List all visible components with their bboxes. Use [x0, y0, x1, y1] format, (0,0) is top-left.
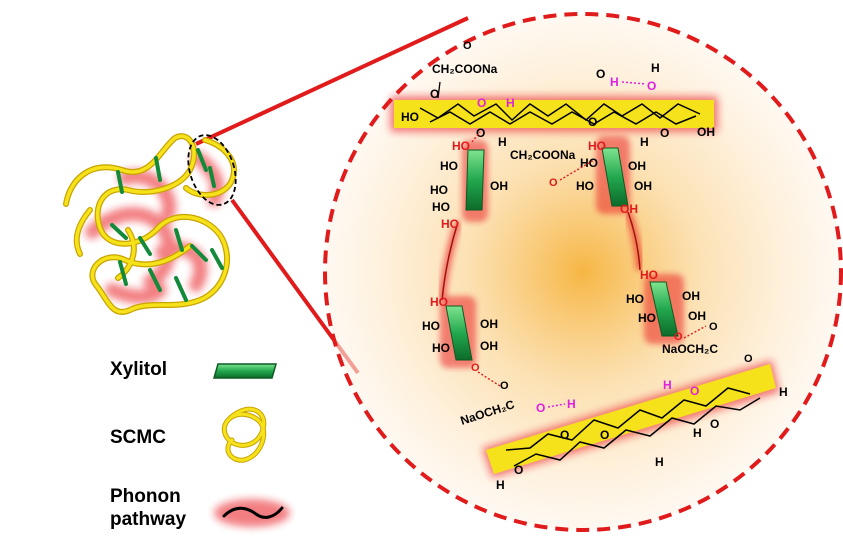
top-carbonyl-o: O — [463, 40, 472, 52]
top-chain-h-lower-right: H — [640, 135, 649, 149]
x1-ho-top: HO — [452, 139, 470, 153]
zoom-selection-ellipse — [187, 134, 237, 206]
bottom-chain-h-lower-right: H — [693, 426, 702, 440]
hydrogen-bond-lines — [471, 131, 707, 387]
legend-phonon-label-line2: pathway — [110, 509, 187, 530]
top-scmc-chain: HO OH O H H O H O O O O H H O O CH₂COONa — [390, 40, 718, 149]
top-chain-h-magenta: H — [506, 96, 515, 110]
legend-scmc-label: SCMC — [110, 427, 166, 448]
x3-ho-2: HO — [432, 341, 450, 355]
x4-ho-2: HO — [638, 311, 656, 325]
x2-ho-2: HO — [576, 179, 594, 193]
top-chain-o-left: O — [430, 87, 439, 101]
top-chain-o-magenta: O — [477, 96, 486, 110]
right-ester-o: O — [744, 353, 753, 365]
xylitol-molecule-2: HO HO OH HO OH OH — [576, 136, 652, 216]
legend-xylitol-label: Xylitol — [110, 359, 168, 380]
top-chain-ho-label: HO — [401, 110, 419, 124]
legend-symbols — [213, 363, 290, 527]
top-chain-o-mid: O — [588, 115, 597, 129]
bottom-left-h-bond-h: H — [567, 397, 576, 411]
x2-oh-bottom: OH — [620, 202, 638, 216]
top-chain-o-upper: O — [596, 67, 605, 81]
scmc-network — [63, 133, 237, 315]
bottom-chain-o-mid-left: O — [560, 428, 569, 442]
legend-xylitol-icon — [213, 363, 277, 379]
top-chain-o-lower-right: O — [660, 126, 669, 140]
x3-ho-1: HO — [422, 319, 440, 333]
xylitol-crosslinks — [110, 148, 224, 302]
circle-phonon-pathways — [438, 210, 644, 301]
legend-phonon-label-line1: Phonon — [110, 486, 181, 507]
top-h-bond-o: O — [647, 79, 656, 93]
x3-oh-1: OH — [480, 317, 498, 331]
bottom-h-bond-h: H — [663, 378, 672, 392]
legend-phonon-icon — [214, 499, 290, 527]
x3-ho-top: HO — [430, 295, 448, 309]
x1-oh-1: OH — [490, 179, 508, 193]
mid-ch2coona-label: CH₂COONa — [510, 148, 576, 162]
legend-scmc-icon — [221, 406, 267, 463]
x4-o-bottom: O — [674, 331, 683, 343]
bottom-chain-o-mid: O — [600, 428, 609, 442]
x1-ho-bottom: HO — [441, 217, 459, 231]
left-carbonyl-o: O — [500, 380, 509, 392]
xylitol-molecule-4: HO HO OH HO OH O — [626, 268, 706, 344]
bottom-scmc-chain: H O O H H O H O H H O O — [482, 360, 788, 492]
right-carbonyl-o: O — [709, 321, 718, 333]
bottom-chain-h-left: H — [496, 478, 505, 492]
top-chain-oh-label: OH — [697, 125, 715, 139]
x2-oh-2: OH — [634, 179, 652, 193]
x3-o-bottom: O — [471, 362, 480, 374]
x4-ho-1: HO — [626, 292, 644, 306]
x2-ho-top: HO — [588, 139, 606, 153]
right-naoch2c-label: NaOCH₂C — [662, 342, 718, 356]
x1-ho-3: HO — [432, 200, 450, 214]
x4-oh-2: OH — [688, 309, 706, 323]
x3-oh-2: OH — [480, 339, 498, 353]
top-h-bond-h: H — [610, 75, 619, 89]
top-chain-o-lower: O — [476, 126, 485, 140]
xylitol-molecule-1: HO HO OH HO HO HO — [430, 139, 508, 231]
bottom-left-h-bond-o: O — [536, 401, 545, 415]
scmc-chain-fill — [64, 134, 236, 314]
top-ch2coona-label: CH₂COONa — [432, 62, 498, 76]
x4-oh-1: OH — [682, 289, 700, 303]
top-chain-h-lower: H — [498, 135, 507, 149]
bottom-chain-o-lower: O — [710, 417, 719, 431]
magnified-circle — [323, 12, 843, 532]
bottom-chain-h-right: H — [779, 385, 788, 399]
x4-ho-top: HO — [640, 268, 658, 282]
x2-oh-1: OH — [628, 159, 646, 173]
xylitol-molecules: HO HO OH HO HO HO HO HO OH HO OH OH HO H… — [422, 136, 706, 374]
x1-ho-1: HO — [440, 159, 458, 173]
top-chain-h-upper: H — [651, 61, 660, 75]
mid-carbonyl-o: O — [549, 177, 558, 189]
bottom-chain-h-lower: H — [655, 455, 664, 469]
xylitol-molecule-3: HO HO OH HO OH O — [422, 295, 498, 374]
x1-ho-2: HO — [430, 183, 448, 197]
bottom-chain-o-left: O — [514, 463, 523, 477]
bottom-h-bond-o: O — [690, 384, 699, 398]
